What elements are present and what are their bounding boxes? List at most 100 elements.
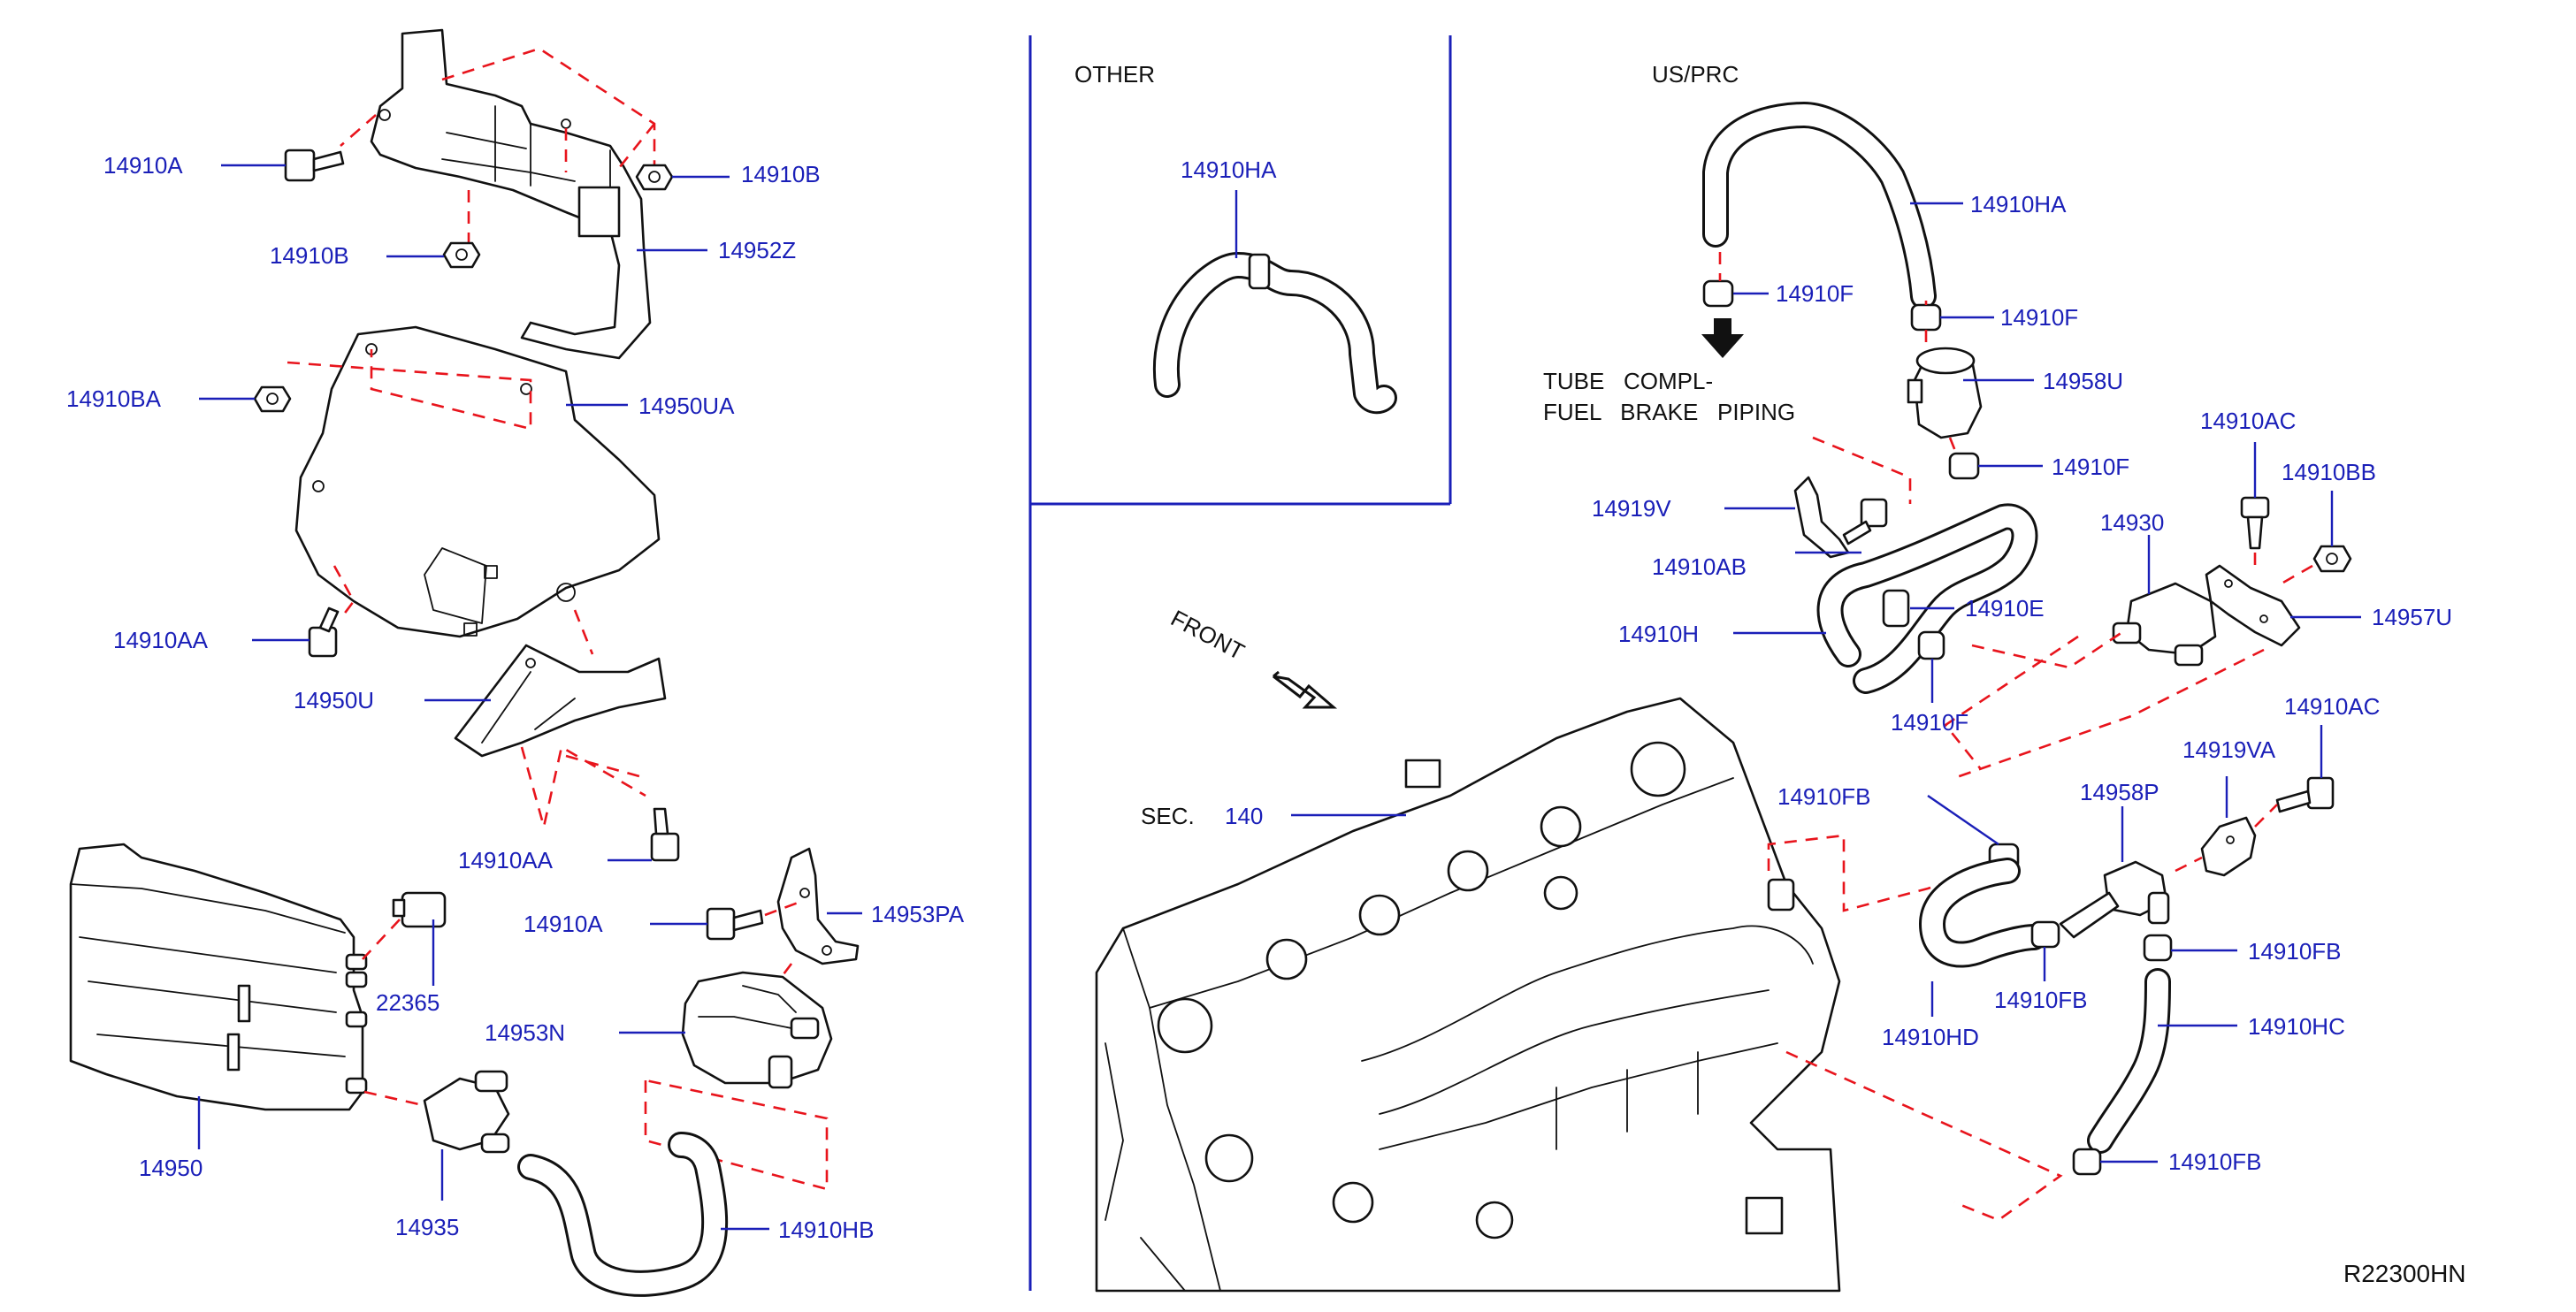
label-14910f-3: 14910F: [2052, 454, 2129, 480]
clamp-14910fb-4: [2072, 1148, 2102, 1176]
label-14935: 14935: [395, 1214, 459, 1240]
valve-14935: [423, 1070, 510, 1154]
valve-14930: [2112, 582, 2217, 667]
label-14910ba: 14910BA: [66, 385, 162, 412]
label-14910b-1: 14910B: [741, 161, 821, 187]
valve-14958p: [2059, 860, 2170, 939]
clamp-14910f-4: [1917, 630, 1945, 660]
label-14910ha-other: 14910HA: [1181, 156, 1277, 183]
bracket-14919v: [1793, 476, 1850, 559]
section-frame: [1028, 35, 1452, 1291]
label-14910fb-1: 14910FB: [1777, 783, 1871, 810]
dashed-link-14953pa: [776, 963, 793, 982]
hose-14910hd: [1919, 858, 2047, 968]
label-14930: 14930: [2100, 509, 2164, 536]
valve-22365: [392, 891, 447, 928]
dashed-link-14958u: [1948, 437, 1961, 461]
hose-14910hb: [517, 1132, 729, 1297]
leader-lines: [197, 164, 2361, 1231]
bolt-14910a-1: [284, 149, 345, 182]
sec-label: SEC.: [1141, 803, 1195, 829]
label-14910fb-3: 14910FB: [2248, 938, 2342, 965]
label-14953pa: 14953PA: [871, 901, 965, 927]
label-14910ac-1: 14910AC: [2200, 408, 2296, 434]
label-14952z: 14952Z: [718, 237, 796, 263]
filter-14958u: [1907, 347, 1983, 439]
label-14953n: 14953N: [485, 1019, 565, 1046]
label-14910f-1: 14910F: [1776, 280, 1854, 307]
dashed-links-14950ua: [287, 349, 594, 655]
label-14910ab: 14910AB: [1652, 553, 1747, 580]
label-14910fb-2: 14910FB: [1994, 987, 2088, 1013]
clamp-14910f-3: [1948, 452, 1980, 480]
label-14910hc: 14910HC: [2248, 1013, 2345, 1040]
nut-14910ba: [253, 385, 292, 413]
label-14910f-4: 14910F: [1891, 709, 1968, 736]
dashed-links-14958p: [1944, 635, 2265, 780]
shield-14950ua: [294, 325, 661, 638]
front-label: FRONT: [1166, 605, 1249, 666]
bolt-14910ac-1: [2240, 496, 2270, 550]
label-14919va: 14919VA: [2182, 736, 2276, 763]
bolt-14910aa-2: [650, 807, 680, 862]
label-22365: 22365: [376, 989, 440, 1016]
dashed-link-14919va: [2175, 804, 2278, 873]
front-arrow: [1273, 670, 1338, 709]
label-14910ac-2: 14910AC: [2284, 693, 2380, 720]
nut-14910b-1: [635, 164, 674, 191]
hose-14910ha-other: [1152, 252, 1397, 415]
dashed-link-14910fb-4: [1785, 1050, 2063, 1222]
reference-code: R22300HN: [2343, 1260, 2466, 1287]
label-14910e: 14910E: [1965, 595, 2045, 622]
label-14919v: 14919V: [1592, 495, 1671, 522]
dashed-link-14910a-2: [764, 900, 801, 917]
clamp-14910f-2: [1910, 303, 1942, 332]
label-14910aa-1: 14910AA: [113, 627, 209, 653]
hose-14910ha: [1702, 102, 1937, 309]
nut-14910bb: [2312, 545, 2352, 573]
label-14910a-1: 14910A: [103, 152, 183, 179]
dashed-link-14919v: [1812, 436, 1912, 504]
label-14910fb-4: 14910FB: [2168, 1148, 2262, 1175]
nut-14910b-2: [442, 241, 481, 269]
tube-note-line2: FUEL BRAKE PIPING: [1543, 399, 1795, 425]
label-14950ua: 14950UA: [638, 393, 735, 419]
dashed-links-14950u: [520, 744, 646, 828]
label-14950: 14950: [139, 1155, 203, 1181]
text-labels: OTHER US/PRC FRONT TUBE COMPL- FUEL BRAK…: [66, 61, 2466, 1287]
label-14958u: 14958U: [2043, 368, 2123, 394]
bolt-14910ac-2: [2275, 776, 2335, 813]
dashed-link-14935: [363, 1090, 424, 1107]
label-14910h: 14910H: [1618, 621, 1699, 647]
label-14910b-2: 14910B: [270, 242, 349, 269]
clamp-14910fb-2: [2030, 920, 2060, 949]
label-14910f-2: 14910F: [2000, 304, 2078, 331]
bracket-14919va: [2200, 816, 2257, 877]
sec-number: 140: [1225, 803, 1263, 829]
dashed-links-14952z: [340, 47, 656, 243]
dashed-link-14910fb-1: [1767, 834, 1982, 912]
dashed-link-22365: [362, 919, 401, 960]
label-14958p: 14958P: [2080, 779, 2159, 805]
clamp-14910f-1: [1702, 279, 1734, 308]
hose-14910h: [1816, 503, 2038, 694]
canister-14950: [69, 843, 368, 1111]
label-14950u: 14950U: [294, 687, 374, 713]
section-title-other: OTHER: [1074, 61, 1155, 88]
engine-sec140: [1095, 697, 1841, 1293]
arrow-to-tube: [1701, 318, 1744, 358]
bolt-14910ab: [1842, 498, 1888, 545]
dashed-links-14930: [1971, 553, 2313, 669]
label-14910hd: 14910HD: [1882, 1024, 1979, 1050]
shield-14950u: [454, 644, 667, 758]
section-title-us-prc: US/PRC: [1652, 61, 1739, 88]
label-14910aa-2: 14910AA: [458, 847, 554, 873]
tube-note-line1: TUBE COMPL-: [1543, 368, 1713, 394]
label-14910a-2: 14910A: [524, 911, 603, 937]
bracket-14957u: [2205, 564, 2301, 647]
bolt-14910a-2: [706, 907, 764, 941]
bracket-14953pa: [776, 847, 860, 965]
canister-14953n: [681, 971, 833, 1089]
label-14910hb: 14910HB: [778, 1217, 874, 1243]
